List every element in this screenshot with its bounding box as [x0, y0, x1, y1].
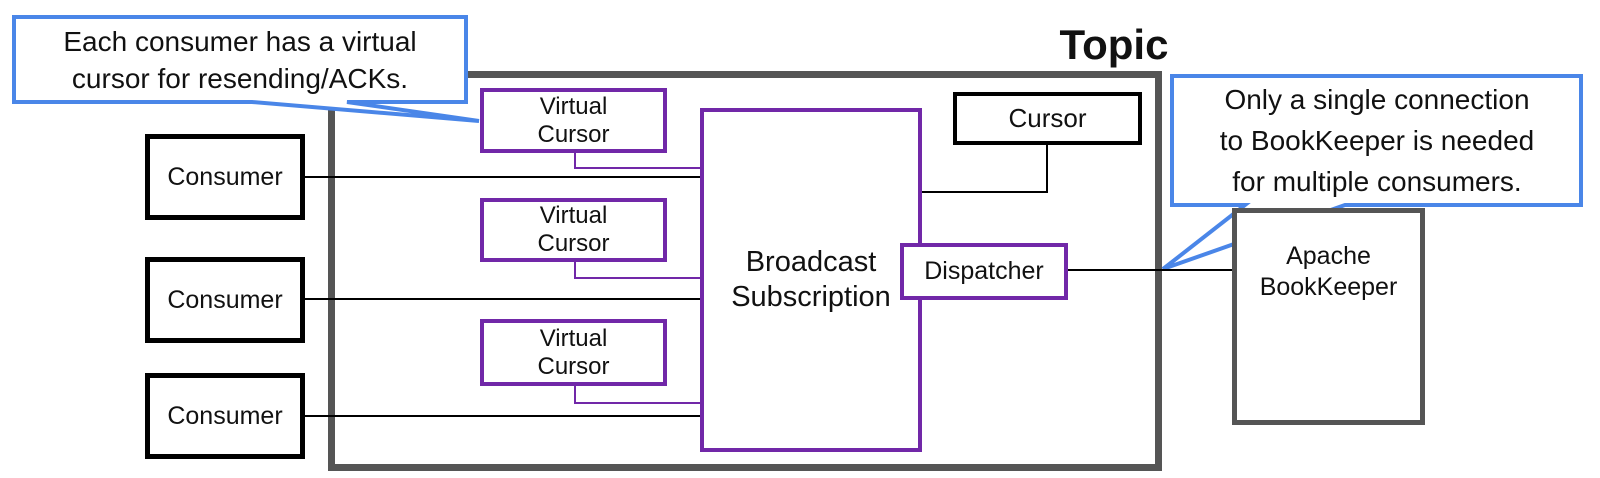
dispatcher-label: Dispatcher — [924, 257, 1044, 285]
consumer-box-1: Consumer — [145, 134, 305, 220]
callout-left-line: cursor for resending/ACKs. — [71, 62, 409, 94]
virtual-cursor-box-1: Virtual Cursor — [480, 88, 667, 153]
virtual-cursor-label-line: Virtual — [539, 92, 608, 120]
cursor-label: Cursor — [1008, 103, 1087, 133]
callout-right-line: Only a single connection — [1224, 83, 1530, 115]
virtual-cursor-1-connector — [574, 153, 700, 169]
topic-title: Topic — [1059, 21, 1169, 68]
callout-left-bubble — [12, 15, 480, 123]
broadcast-subscription-label-line: Subscription — [731, 281, 891, 313]
virtual-cursor-label-line: Cursor — [537, 352, 610, 380]
callout-left-line: Each consumer has a virtual — [63, 25, 417, 57]
virtual-cursor-label-line: Virtual — [539, 324, 608, 352]
virtual-cursor-3-connector — [574, 386, 700, 404]
bookkeeper-label-line: Apache — [1286, 242, 1371, 270]
bookkeeper-label-line: BookKeeper — [1259, 273, 1398, 301]
virtual-cursor-box-3: Virtual Cursor — [480, 319, 667, 386]
virtual-cursor-label-line: Cursor — [537, 230, 610, 257]
virtual-cursor-label-line: Cursor — [537, 120, 610, 148]
callout-right-line: to BookKeeper is needed — [1219, 124, 1535, 156]
dispatcher-box: Dispatcher — [900, 243, 1068, 300]
cursor-box: Cursor — [953, 92, 1142, 145]
broadcast-subscription-label-line: Broadcast — [745, 246, 877, 278]
broadcast-subscription-box: Broadcast Subscription — [700, 108, 922, 452]
consumer-label: Consumer — [167, 285, 283, 314]
cursor-connector-line — [922, 145, 1048, 193]
callout-right-text: Only a single connection to BookKeeper i… — [1174, 77, 1580, 203]
callout-left-text: Each consumer has a virtual cursor for r… — [16, 17, 464, 102]
virtual-cursor-2-connector — [574, 262, 700, 279]
black-connectors — [305, 145, 1232, 417]
consumer-label: Consumer — [167, 401, 283, 430]
consumer-label: Consumer — [167, 162, 283, 191]
virtual-cursor-label-line: Virtual — [539, 202, 608, 229]
callout-right-line: for multiple consumers. — [1232, 165, 1522, 197]
consumer-box-3: Consumer — [145, 373, 305, 459]
bookkeeper-box: Apache BookKeeper — [1232, 208, 1425, 425]
virtual-cursor-box-2: Virtual Cursor — [480, 198, 667, 262]
consumer-box-2: Consumer — [145, 257, 305, 343]
purple-connectors — [574, 153, 700, 404]
